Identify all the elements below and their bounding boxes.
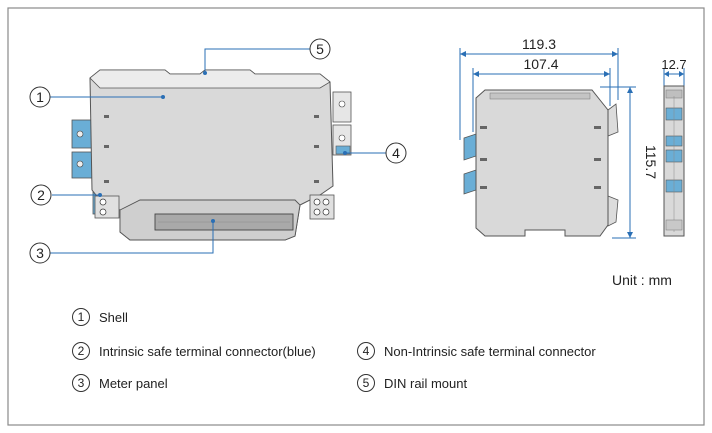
legend-text: DIN rail mount [384,375,468,391]
dim-height: 115.7 [643,145,659,179]
callout-5: 5 [309,38,331,60]
legend-number: 5 [357,374,375,392]
callout-3: 3 [29,242,51,264]
legend-text: Meter panel [99,375,168,391]
svg-text:5: 5 [316,41,324,57]
callout-leaders [50,48,386,254]
legend-item-shell: 1 Shell [72,308,128,326]
device-top [89,69,331,89]
front-terminal-screws [94,194,335,220]
legend-item-intrinsic-terminal: 2 Intrinsic safe terminal connector(blue… [72,342,316,360]
grey-terminal-right [332,91,352,156]
legend-number: 3 [72,374,90,392]
legend-number: 1 [72,308,90,326]
legend-text: Non-Intrinsic safe terminal connector [384,343,596,359]
callout-dots [98,71,347,223]
dim-overall-width: 119.3 [522,36,556,52]
svg-text:2: 2 [37,187,45,203]
dim-thickness: 12.7 [661,57,686,72]
legend-number: 2 [72,342,90,360]
isometric-device [71,69,352,241]
legend-text: Intrinsic safe terminal connector(blue) [99,343,316,359]
unit-label: Unit : mm [612,272,672,288]
legend-text: Shell [99,309,128,325]
svg-text:4: 4 [392,145,400,161]
dim-inner-width: 107.4 [523,56,558,72]
dimension-lines [459,48,685,239]
callout-2: 2 [30,184,52,206]
shell-marks [104,115,319,183]
front-view-body [475,89,609,237]
svg-text:3: 3 [36,245,44,261]
legend-item-din-rail: 5 DIN rail mount [357,374,467,392]
svg-text:1: 1 [36,89,44,105]
side-view [663,85,685,237]
callout-4: 4 [385,142,407,164]
legend-item-meter-panel: 3 Meter panel [72,374,168,392]
front-view [463,89,619,237]
callout-1: 1 [29,86,51,108]
legend-number: 4 [357,342,375,360]
legend-item-non-intrinsic-terminal: 4 Non-Intrinsic safe terminal connector [357,342,596,360]
frame-border [7,7,705,426]
